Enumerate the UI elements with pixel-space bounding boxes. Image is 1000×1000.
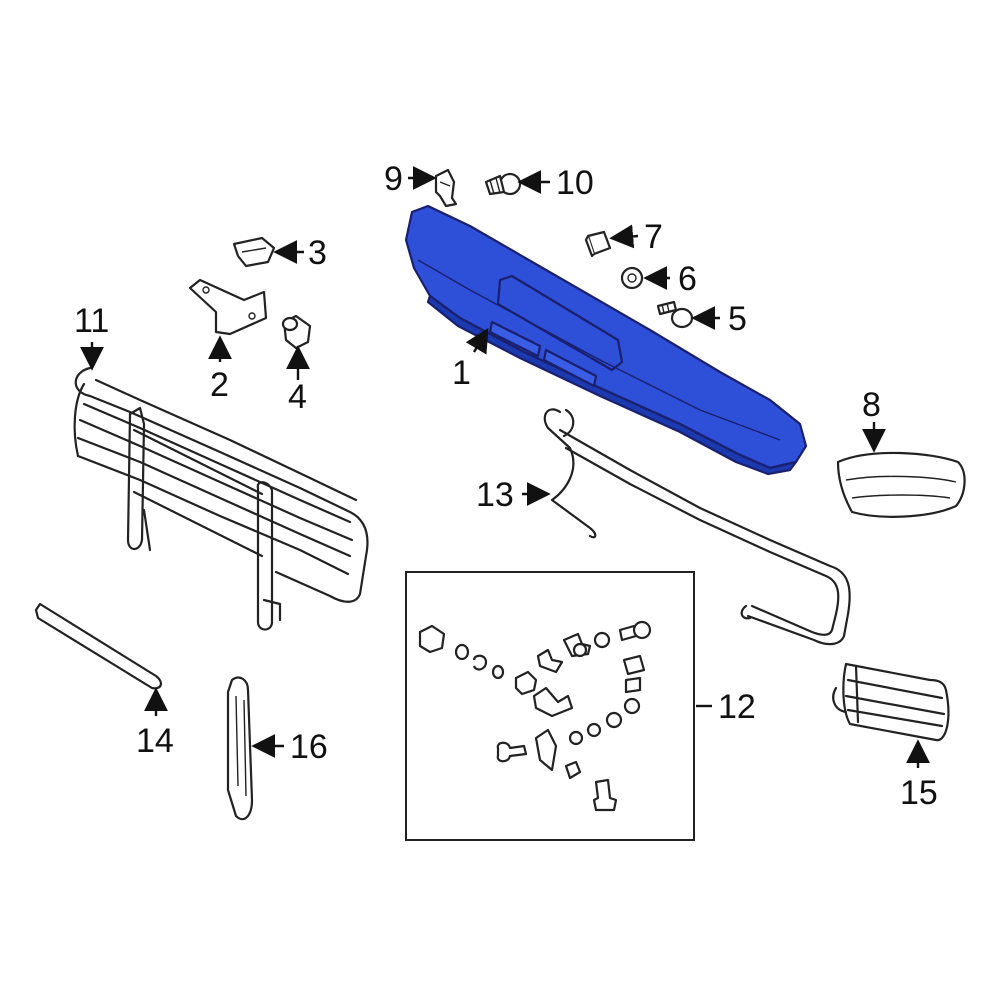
callout-1[interactable]: 1: [452, 354, 471, 392]
bumper-crease: [417, 259, 781, 441]
callout-8[interactable]: 8: [862, 386, 881, 424]
side-guard-part-16[interactable]: [226, 676, 254, 821]
callout-arrows: [80, 166, 930, 768]
bumper-center-pad: [496, 274, 624, 372]
push-retainer-part-10[interactable]: [484, 172, 522, 196]
callout-2[interactable]: 2: [210, 366, 229, 404]
callout-13[interactable]: 13: [476, 476, 514, 514]
callout-12[interactable]: 12: [718, 688, 756, 726]
bumper-face-bar-part-1[interactable]: [404, 204, 808, 476]
hardware-items: [418, 620, 652, 812]
callout-15[interactable]: 15: [900, 774, 938, 812]
rubber-strip-part-14[interactable]: [34, 602, 162, 690]
callout-10[interactable]: 10: [556, 164, 594, 202]
grommet-part-6[interactable]: [620, 266, 644, 290]
callout-11[interactable]: 11: [74, 302, 109, 340]
bumper-slot-left: [488, 320, 542, 358]
callout-7[interactable]: 7: [644, 218, 663, 256]
end-cap-part-8[interactable]: [836, 451, 966, 518]
bracket-clip-part-9[interactable]: [434, 168, 458, 208]
bumper-slot-right: [542, 348, 598, 388]
callout-5[interactable]: 5: [728, 300, 747, 338]
end-guard-part-15[interactable]: [832, 662, 950, 742]
spring-clip-part-3[interactable]: [232, 236, 276, 268]
callout-4[interactable]: 4: [288, 378, 307, 416]
callout-3[interactable]: 3: [308, 234, 327, 272]
callout-16[interactable]: 16: [290, 728, 328, 766]
clip-nut-part-7[interactable]: [584, 230, 612, 258]
bolt-part-5[interactable]: [656, 300, 694, 329]
callout-6[interactable]: 6: [678, 260, 697, 298]
tube-bar-part-13[interactable]: [543, 408, 851, 646]
callout-9[interactable]: 9: [384, 160, 403, 198]
hardware-kit-frame: [405, 571, 695, 841]
mounting-bracket-part-2[interactable]: [188, 278, 268, 336]
brush-guard-part-11[interactable]: [73, 366, 369, 631]
bushing-part-4[interactable]: [281, 314, 312, 350]
callout-14[interactable]: 14: [136, 722, 174, 760]
callout-labels: 1 2 3 4 5 6 7 8 9 10 11 12 13 14 15 16: [74, 160, 938, 812]
hardware-kit-part-12[interactable]: [405, 571, 695, 841]
